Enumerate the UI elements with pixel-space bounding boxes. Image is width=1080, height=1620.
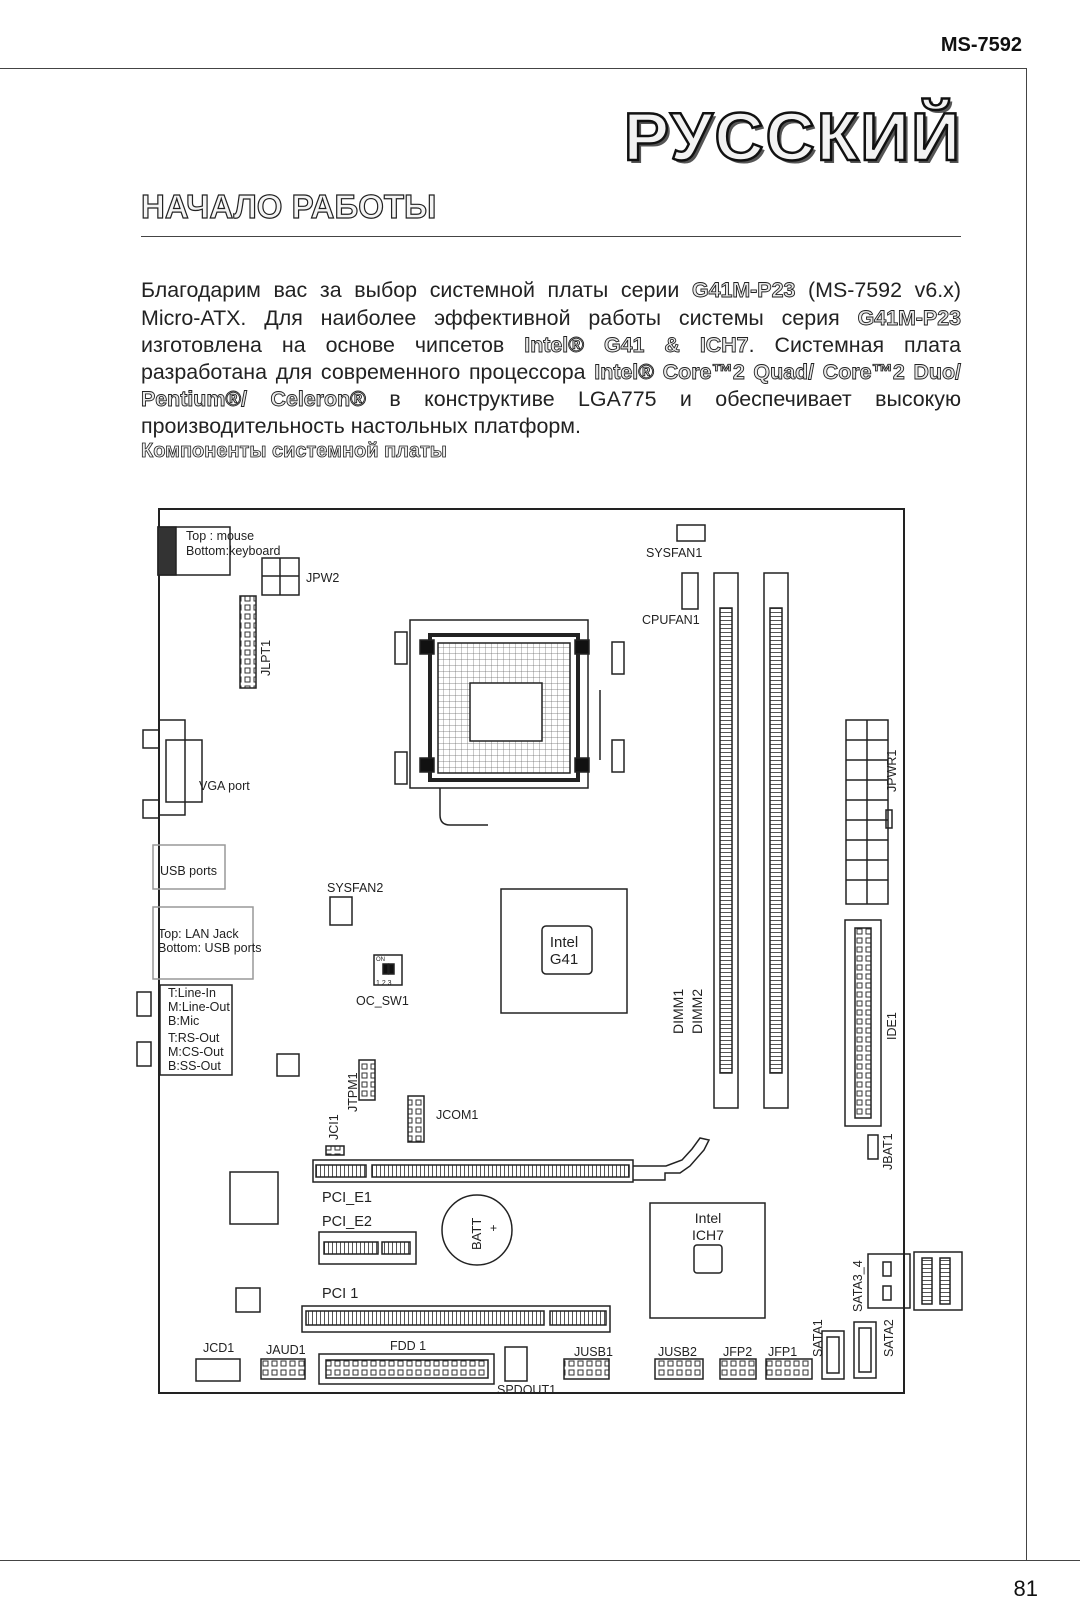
cmos-battery: [441, 1194, 513, 1266]
jpwr1-label: JPWR1: [885, 750, 899, 792]
southbridge-label-1: Intel: [695, 1210, 721, 1226]
oc-sw1-label: OC_SW1: [356, 994, 409, 1008]
jcom1-label: JCOM1: [436, 1108, 478, 1122]
sata1-connector: [821, 1330, 845, 1380]
sata3-4-connector: [867, 1253, 911, 1309]
board-outline: [158, 508, 905, 1394]
pci-e2-slot: [318, 1231, 417, 1265]
header-rule: [0, 68, 1027, 69]
jaud1-label: JAUD1: [266, 1343, 306, 1357]
page-number: 81: [1013, 1576, 1038, 1601]
sata1-label: SATA1: [811, 1319, 825, 1357]
sysfan1-label: SYSFAN1: [646, 546, 702, 560]
section-title: НАЧАЛО РАБОТЫ: [140, 187, 437, 225]
spdout1-label: SPDOUT1: [497, 1383, 556, 1397]
jtpm1-header: [358, 1059, 376, 1101]
jusb2-label: JUSB2: [658, 1345, 697, 1359]
fdd1-connector: [318, 1353, 495, 1385]
audio-label-2: M:Line-Out: [168, 1000, 230, 1014]
dimm1-slot: [713, 572, 739, 1109]
footer-rule: [0, 1560, 1080, 1561]
jbat1-jumper: [867, 1134, 879, 1160]
audio-label-1: T:Line-In: [168, 986, 216, 1000]
pci-e1-slot: [312, 1159, 634, 1183]
southbridge-label-2: ICH7: [692, 1227, 724, 1243]
oc-sw1-switch: [373, 954, 403, 986]
section-rule: [141, 236, 961, 237]
ide1-connector: [844, 919, 882, 1127]
dimm1-label: DIMM1: [670, 989, 686, 1034]
intro-paragraph: Благодарим вас за выбор системной платы …: [141, 278, 962, 439]
usb-ports-label: USB ports: [160, 864, 217, 878]
rear-usb-ports: [913, 1251, 963, 1311]
jci1-label: JCI1: [327, 1114, 341, 1140]
jfp1-label: JFP1: [768, 1345, 797, 1359]
jfp2-header: [719, 1358, 757, 1380]
lan-top-label: Top: LAN Jack: [158, 927, 239, 941]
audio-jacks: [159, 984, 233, 1076]
vga-port: [160, 719, 186, 816]
sata3-4-label: SATA3_4: [851, 1260, 865, 1312]
pci-e2-label: PCI_E2: [322, 1214, 372, 1230]
jcom1-header: [407, 1095, 425, 1143]
io-chip: [229, 1171, 279, 1225]
jfp1-header: [765, 1358, 813, 1380]
pci1-label: PCI 1: [322, 1286, 358, 1302]
audio-label-5: M:CS-Out: [168, 1045, 224, 1059]
jpw2-label: JPW2: [306, 571, 339, 585]
cpufan1-header: [681, 572, 699, 610]
jtpm1-label: JTPM1: [346, 1072, 360, 1112]
cpu-socket: [409, 619, 589, 789]
jfp2-label: JFP2: [723, 1345, 752, 1359]
lan-usb-ports: [152, 906, 254, 980]
sata2-label: SATA2: [882, 1319, 896, 1357]
vga-label: VGA port: [199, 779, 250, 793]
jusb1-header: [563, 1358, 610, 1380]
dip-on-label: ON: [376, 957, 385, 963]
usb-ports: [152, 844, 226, 890]
dip-numbers-label: 1 2 3: [376, 980, 392, 987]
language-title: РУССКИЙ: [623, 98, 962, 177]
ps2-top-label: Top : mouse: [186, 529, 254, 543]
fdd1-label: FDD 1: [390, 1339, 426, 1353]
jci1-header: [325, 1145, 345, 1156]
intel-g41-chip: [500, 888, 628, 1014]
jlpt1-label: JLPT1: [259, 640, 273, 676]
jcd1-header: [195, 1358, 241, 1382]
jbat1-label: JBAT1: [881, 1133, 895, 1170]
battery-label: BATT: [469, 1218, 484, 1250]
dimm2-label: DIMM2: [689, 989, 705, 1034]
bios-chip: [235, 1287, 261, 1313]
spdout1-header: [504, 1346, 528, 1382]
ide1-label: IDE1: [885, 1012, 899, 1040]
northbridge-label-1: Intel: [550, 934, 578, 951]
lan-bottom-label: Bottom: USB ports: [158, 941, 262, 955]
pci-e1-label: PCI_E1: [322, 1190, 372, 1206]
jusb2-header: [654, 1358, 704, 1380]
audio-label-4: T:RS-Out: [168, 1031, 220, 1045]
page-border-right: [1026, 68, 1027, 1560]
jcd1-label: JCD1: [203, 1341, 234, 1355]
audio-label-3: B:Mic: [168, 1014, 199, 1028]
battery-plus-label: +: [490, 1221, 497, 1235]
sata2-connector: [853, 1321, 877, 1379]
pci1-slot: [301, 1305, 611, 1333]
northbridge-label-2: G41: [550, 951, 578, 968]
ps2-bottom-label: Bottom:keyboard: [186, 544, 281, 558]
subsection-title: Компоненты системной платы: [141, 440, 448, 463]
dimm2-slot: [763, 572, 789, 1109]
model-header: MS-7592: [940, 34, 1022, 56]
sysfan2-header: [329, 896, 353, 926]
sysfan2-label: SYSFAN2: [327, 881, 383, 895]
sysfan1-header: [676, 524, 706, 542]
jaud1-header: [260, 1358, 306, 1380]
intel-ich7-chip: [649, 1202, 766, 1319]
small-chip: [276, 1053, 300, 1077]
audio-label-6: B:SS-Out: [168, 1059, 221, 1073]
jusb1-label: JUSB1: [574, 1345, 613, 1359]
cpufan1-label: CPUFAN1: [642, 613, 700, 627]
jlpt1-header: [239, 595, 257, 689]
